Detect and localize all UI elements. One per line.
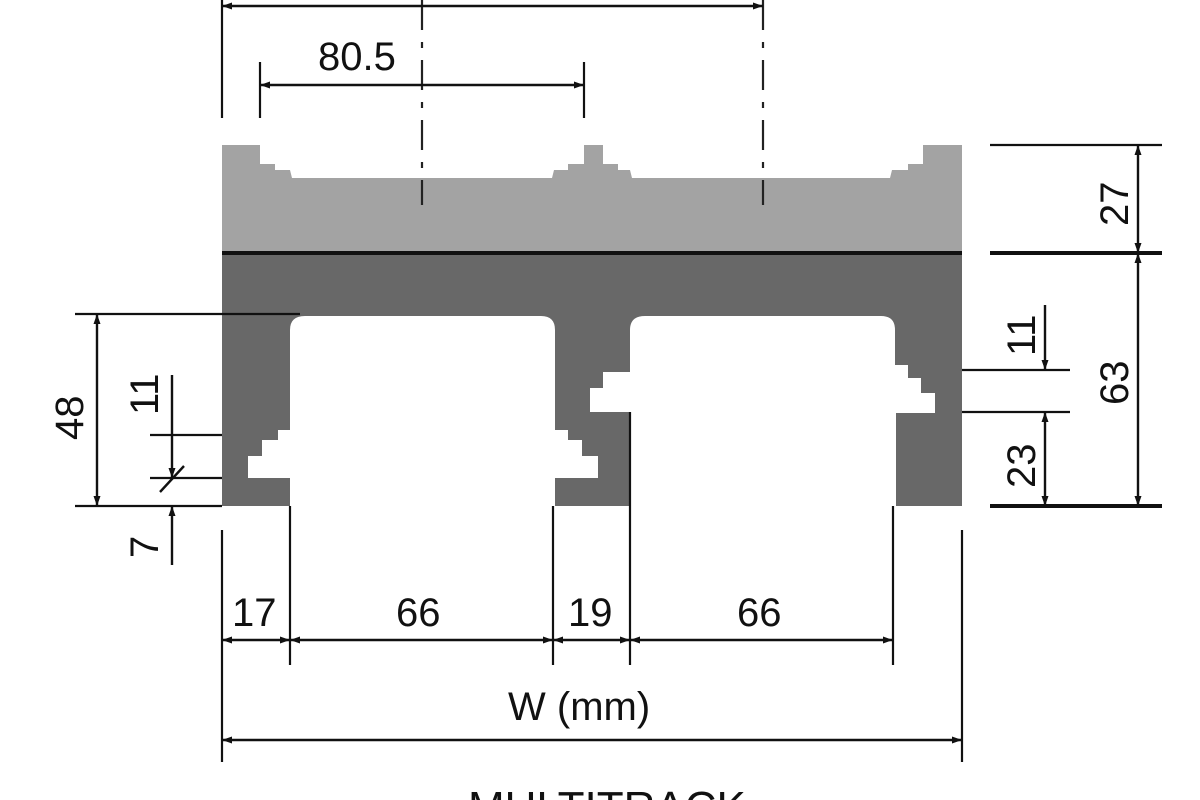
label-left-11: 11 — [123, 373, 167, 415]
caption-multitrack: MULTITRACK — [468, 783, 746, 800]
label-7: 7 — [123, 536, 167, 558]
top-profile-shape — [222, 145, 962, 252]
label-23: 23 — [1000, 444, 1044, 489]
label-66-b: 66 — [737, 591, 782, 635]
label-66-a: 66 — [396, 591, 441, 635]
label-63: 63 — [1093, 361, 1137, 406]
label-80-5: 80.5 — [318, 35, 396, 79]
label-48: 48 — [48, 396, 92, 441]
label-width-unit: W (mm) — [508, 685, 650, 729]
label-19: 19 — [568, 591, 613, 635]
center-web-notch — [590, 372, 630, 412]
label-right-11: 11 — [1000, 314, 1044, 356]
tick-7 — [159, 465, 185, 493]
label-27: 27 — [1093, 182, 1137, 227]
label-17: 17 — [232, 591, 277, 635]
body-profile-shape — [222, 255, 962, 506]
